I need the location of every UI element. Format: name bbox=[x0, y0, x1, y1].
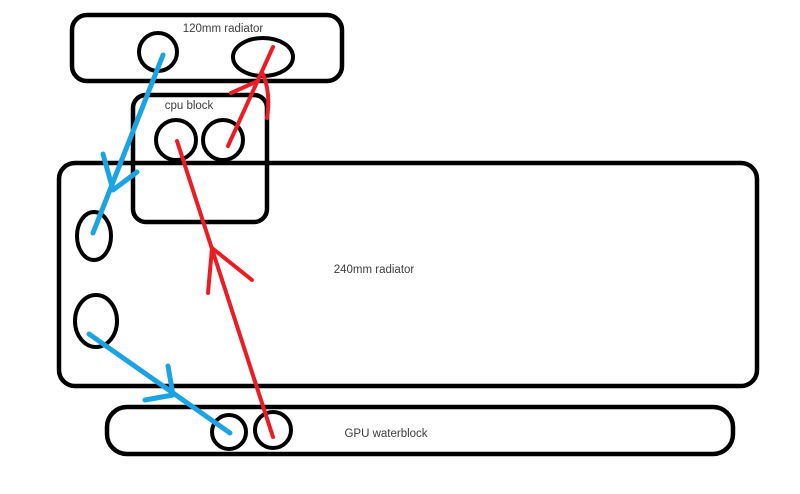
gpu-waterblock-label: GPU waterblock bbox=[344, 428, 427, 440]
cpu-block-port-right bbox=[201, 118, 245, 162]
cpu-block-label: cpu block bbox=[165, 100, 214, 112]
hot-arrowhead-toward-cpu bbox=[206, 246, 254, 295]
gpu-waterblock: GPU waterblock bbox=[104, 404, 736, 457]
radiator-120mm-label: 120mm radiator bbox=[183, 23, 264, 35]
hot-arrowhead-wing-left bbox=[229, 79, 260, 95]
radiator-240mm-port-bottom bbox=[73, 293, 119, 349]
radiator-240mm-label: 240mm radiator bbox=[334, 264, 415, 276]
radiator-240mm-body bbox=[56, 160, 760, 389]
radiator-120mm: 120mm radiator bbox=[69, 12, 345, 84]
cool-arrowhead-into-rad240 bbox=[100, 151, 140, 193]
radiator-120mm-body bbox=[69, 12, 345, 84]
cool-line-rad240-to-gpu bbox=[86, 331, 233, 436]
cool-arrowhead-into-gpu bbox=[142, 363, 176, 403]
cpu-block-port-left bbox=[154, 118, 198, 162]
gpu-waterblock-port-right bbox=[253, 410, 293, 450]
radiator-240mm-port-top bbox=[75, 210, 113, 262]
hot-line-gpu-to-cpu bbox=[175, 139, 275, 439]
hot-arrowhead-wing-right bbox=[261, 72, 271, 120]
cool-flow-lines bbox=[86, 52, 233, 436]
cpu-block: cpu block bbox=[130, 92, 270, 225]
radiator-240mm: 240mm radiator bbox=[56, 160, 760, 389]
hot-line-cpu-to-rad120 bbox=[226, 45, 275, 148]
cool-line-rad120-to-rad240 bbox=[90, 52, 166, 236]
gpu-waterblock-port-left bbox=[210, 413, 248, 451]
cpu-block-body bbox=[130, 92, 270, 225]
gpu-waterblock-body bbox=[104, 404, 736, 457]
hot-flow-lines bbox=[175, 45, 275, 439]
